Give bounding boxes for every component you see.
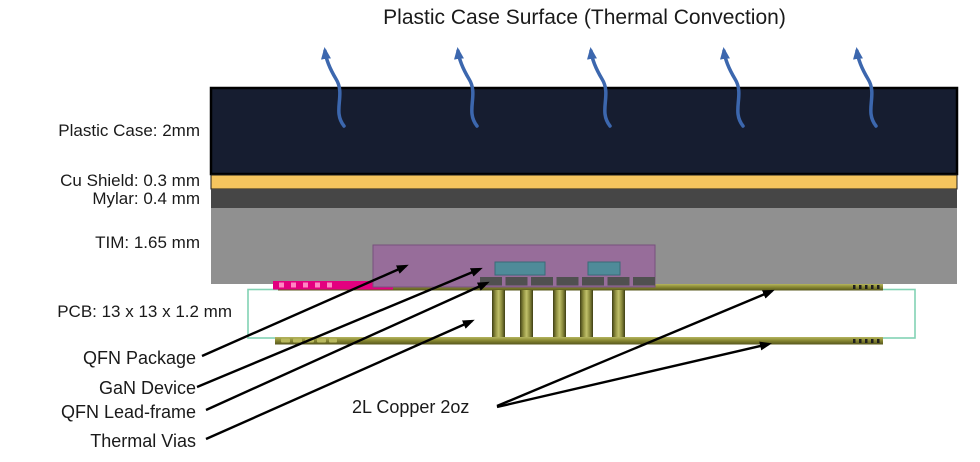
thermal-vias-group xyxy=(492,290,625,337)
cu-shield-layer xyxy=(210,174,958,190)
bottom-copper-layer xyxy=(275,337,883,345)
lead-frame-pad xyxy=(582,277,604,286)
thermal-via xyxy=(580,290,593,337)
convection-arrow xyxy=(321,47,346,128)
plastic-case-layer xyxy=(209,86,959,176)
gan-device xyxy=(587,261,621,276)
label-tim: TIM: 1.65 mm xyxy=(95,233,200,252)
leader-line-copper-bottom xyxy=(496,341,772,409)
leader-lines xyxy=(196,264,775,441)
thermal-via xyxy=(520,290,533,337)
lead-frame-pad xyxy=(607,277,630,286)
label-qfn-package: QFN Package xyxy=(82,348,196,368)
label-thermal-vias: Thermal Vias xyxy=(90,431,196,451)
leader-line-thermal-vias xyxy=(205,319,475,441)
copper-edge-marks xyxy=(853,285,880,343)
mylar-layer xyxy=(211,189,957,208)
qfn-lead-frame-row xyxy=(480,277,655,286)
leader-line-qfn-lead-frame xyxy=(205,281,490,412)
label-pcb: PCB: 13 x 13 x 1.2 mm xyxy=(57,302,232,321)
thermal-via xyxy=(553,290,566,337)
gan-device xyxy=(494,261,546,276)
label-2l-copper: 2L Copper 2oz xyxy=(352,397,470,417)
label-qfn-lead-frame: QFN Lead-frame xyxy=(60,402,196,422)
convection-arrow xyxy=(454,47,479,128)
leader-line-copper-top xyxy=(496,289,775,408)
convection-arrow xyxy=(720,47,745,128)
leader-line-gan-device xyxy=(196,267,483,389)
label-cu-shield: Cu Shield: 0.3 mm xyxy=(60,171,200,190)
label-plastic-case: Plastic Case: 2mm xyxy=(58,121,200,140)
lead-frame-pad xyxy=(505,277,528,286)
label-gan-device: GaN Device xyxy=(98,378,196,398)
lead-frame-pad xyxy=(480,277,502,286)
leader-line-qfn-package xyxy=(201,264,409,358)
thermal-via xyxy=(492,290,505,337)
lead-frame-pad xyxy=(633,277,655,286)
diagram-title: Plastic Case Surface (Thermal Convection… xyxy=(383,6,786,29)
convection-arrows xyxy=(321,47,878,128)
lead-frame-pad xyxy=(556,277,579,286)
lead-frame-pad xyxy=(531,277,553,286)
convection-arrow xyxy=(853,47,878,128)
thermal-via xyxy=(612,290,625,337)
convection-arrow xyxy=(587,47,612,128)
label-mylar: Mylar: 0.4 mm xyxy=(92,189,200,208)
